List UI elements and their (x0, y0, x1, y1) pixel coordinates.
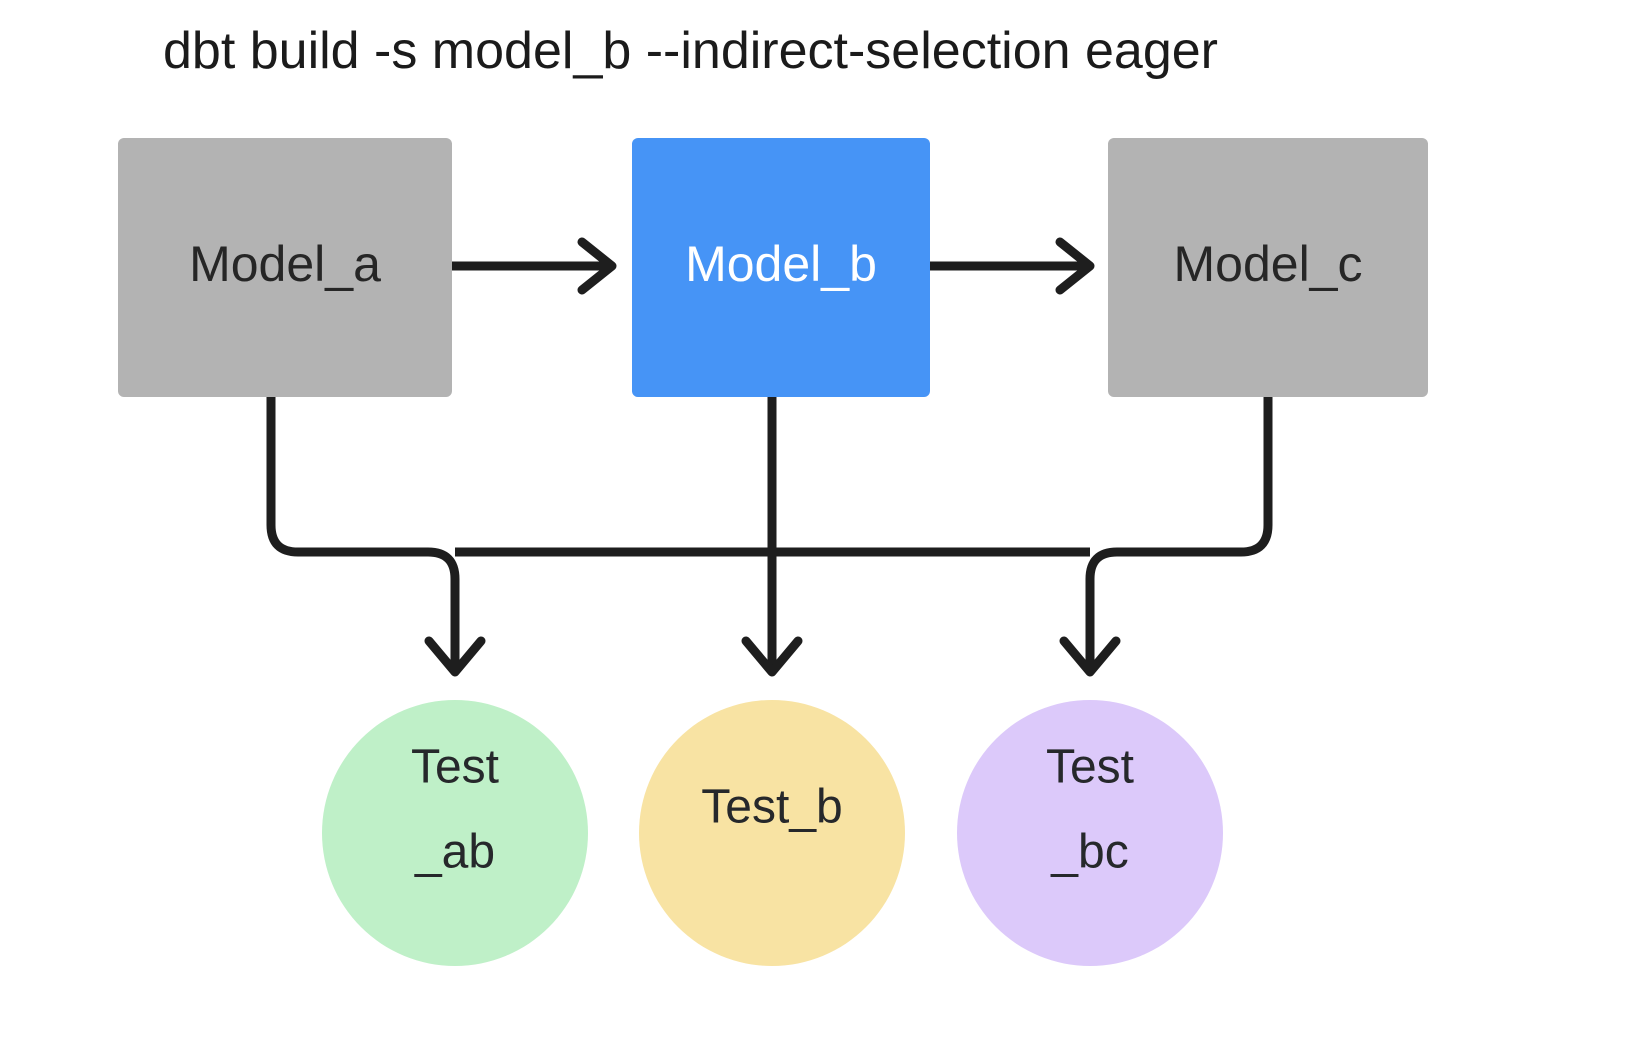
test-bc-label-line-1: Test (1046, 741, 1134, 794)
model-c-label: Model_c (1174, 236, 1363, 292)
node-test-ab[interactable]: Test _ab (322, 700, 588, 966)
test-ab-circle[interactable] (322, 700, 588, 966)
node-test-b[interactable]: Test_b (639, 700, 905, 966)
test-bc-label-line-2: _bc (1050, 826, 1128, 879)
model-a-label: Model_a (189, 236, 381, 292)
test-ab-label-line-1: Test (411, 741, 499, 794)
test-b-label-line-1: Test_b (701, 781, 842, 834)
edge-model-a-to-test-ab (266, 397, 486, 677)
page-title: dbt build -s model_b --indirect-selectio… (163, 22, 1218, 80)
edge-model-c-to-test-bc (1059, 397, 1273, 677)
edge-model-b-to-test-b (741, 397, 803, 677)
node-test-bc[interactable]: Test _bc (957, 700, 1223, 966)
model-a-box[interactable] (118, 138, 452, 397)
test-ab-label-line-2: _ab (414, 826, 495, 879)
node-model-c[interactable]: Model_c (1108, 138, 1428, 397)
model-c-box[interactable] (1108, 138, 1428, 397)
model-b-label: Model_b (685, 236, 877, 292)
edge-model-b-to-model-c (930, 237, 1095, 295)
test-bc-circle[interactable] (957, 700, 1223, 966)
node-model-b[interactable]: Model_b (632, 138, 930, 397)
edge-model-a-to-model-b (452, 237, 617, 295)
model-b-box[interactable] (632, 138, 930, 397)
test-b-circle[interactable] (639, 700, 905, 966)
node-model-a[interactable]: Model_a (118, 138, 452, 397)
